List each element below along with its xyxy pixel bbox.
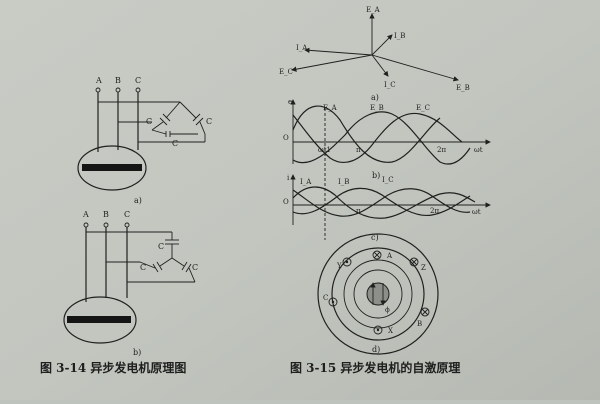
fig14-diagram-a: A B C C C C a)	[77, 76, 212, 205]
wave-ia	[292, 186, 476, 219]
fig14-diagram-b: A B C C C C b)	[63, 210, 198, 357]
fig14-sub-a: a)	[134, 196, 142, 205]
cap-label-a2: C	[206, 117, 212, 126]
wave-eb	[292, 111, 471, 165]
wave-b-ylabel: e	[288, 98, 292, 106]
winding-b-label: B	[417, 320, 422, 328]
phasor-ib-label: I_B	[394, 32, 405, 40]
wave-b-origin: O	[283, 134, 289, 142]
terminal-b-label: B	[115, 76, 121, 85]
fig15-machine-section: ϕ Y A Z C B X d)	[317, 233, 439, 355]
winding-y-label: Y	[336, 262, 342, 270]
terminal-c-label: C	[135, 76, 141, 85]
fig15-phasor-diagram: E_A I_B I_A E_C I_C E_B a)	[279, 6, 470, 102]
terminal-c-label-b: C	[124, 210, 130, 219]
wave-c-ylabel: i	[287, 174, 290, 182]
fig14-caption: 图 3-14 异步发电机原理图	[40, 360, 186, 375]
cap-label-a1: C	[146, 117, 152, 126]
fig15-sub-c: c)	[371, 233, 379, 242]
phasor-ic-label: I_C	[384, 81, 396, 89]
phasor-eb-label: E_B	[456, 84, 470, 92]
phasor-ia-label: I_A	[296, 44, 308, 52]
wave-b-xlabel: ωt	[474, 146, 483, 154]
winding-c-label: C	[323, 294, 328, 302]
fig15-sub-d: d)	[372, 345, 380, 354]
wave-c-tick-pi: π	[356, 207, 361, 215]
wave-b-series-eb: E_B	[370, 104, 384, 112]
terminal-a-label: A	[95, 76, 102, 85]
cap-label-a3: C	[172, 139, 178, 148]
fig15-sub-a: a)	[371, 93, 379, 102]
wave-b-tick-wt1: ωt1	[318, 146, 331, 154]
cap-label-b3: C	[192, 263, 198, 272]
wave-b-tick-pi: π	[356, 146, 361, 154]
wave-ec	[292, 112, 463, 163]
fig15-caption: 图 3-15 异步发电机的自激原理	[290, 360, 460, 375]
wave-b-tick-2pi: 2π	[437, 146, 446, 154]
winding-a-label: A	[386, 252, 393, 260]
winding-z-label: Z	[421, 264, 426, 272]
wave-c-series-ic: I_C	[382, 176, 394, 184]
fig15-sub-b: b)	[372, 171, 380, 180]
phasor-ec-label: E_C	[279, 68, 293, 76]
wave-ea	[292, 105, 441, 163]
terminal-a-label-b: A	[82, 210, 89, 219]
wave-b-series-ec: E_C	[416, 104, 430, 112]
fig15-voltage-waves: e O E_A E_B E_C ωt1 π 2π ωt b)	[283, 98, 491, 240]
wave-ic	[292, 188, 471, 217]
wave-c-tick-2pi: 2π	[430, 207, 439, 215]
wave-b-series-ea: E_A	[323, 104, 338, 112]
fig14-sub-b: b)	[133, 348, 141, 357]
phasor-ea-label: E_A	[366, 6, 381, 14]
cap-label-b1: C	[158, 242, 164, 251]
wave-ib	[292, 187, 471, 217]
winding-x-label: X	[388, 327, 393, 335]
wave-c-origin: O	[283, 198, 289, 206]
terminal-b-label-b: B	[103, 210, 109, 219]
wave-c-series-ia: I_A	[300, 178, 312, 186]
wave-c-xlabel: ωt	[472, 208, 481, 216]
wave-c-series-ib: I_B	[338, 178, 349, 186]
cap-label-b2: C	[140, 263, 146, 272]
flux-label: ϕ	[385, 306, 390, 314]
fig15-current-waves: i O I_A I_B I_C π 2π ωt c)	[283, 174, 491, 242]
